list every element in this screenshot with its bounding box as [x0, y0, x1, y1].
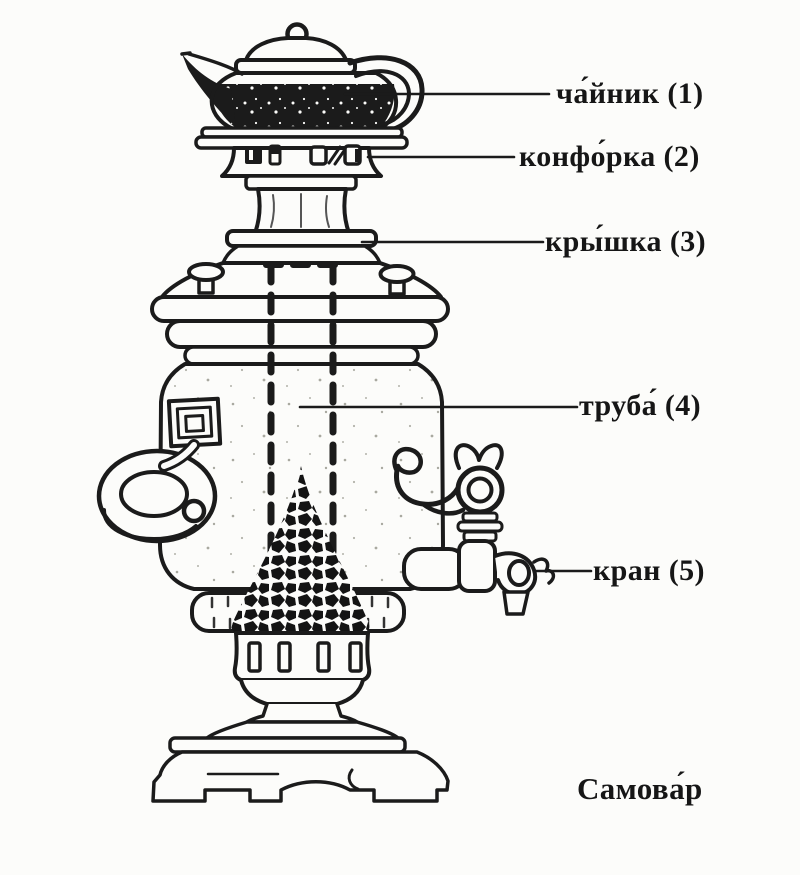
- label-lid: кры́шка (3): [545, 225, 707, 258]
- label-pipe: труба́ (4): [579, 389, 702, 422]
- pedestal-drawing: [168, 631, 407, 754]
- label-tap: кран (5): [593, 554, 705, 587]
- samovar-drawing: [96, 22, 593, 803]
- burner-crown-drawing: [220, 144, 383, 191]
- teapot-spout: [182, 54, 236, 127]
- lid-dome-drawing: [150, 261, 450, 366]
- leader-lines: [298, 92, 593, 573]
- figure-caption: Самова́р: [577, 771, 703, 806]
- teapot-handle: [347, 55, 425, 134]
- lid-collar-drawing: [221, 229, 382, 265]
- left-handle-drawing: [96, 396, 223, 544]
- base-drawing: [151, 750, 450, 803]
- chimney-neck-drawing: [253, 187, 351, 235]
- teapot-drawing: [180, 22, 425, 150]
- inner-pipe-dashed: [263, 261, 341, 589]
- right-knob: [378, 264, 416, 284]
- left-knob: [187, 262, 225, 282]
- label-teapot: ча́йник (1): [556, 77, 704, 110]
- tap-drawing: [392, 443, 556, 616]
- label-burner: конфо́рка (2): [519, 140, 700, 173]
- coal-pile: [231, 466, 370, 638]
